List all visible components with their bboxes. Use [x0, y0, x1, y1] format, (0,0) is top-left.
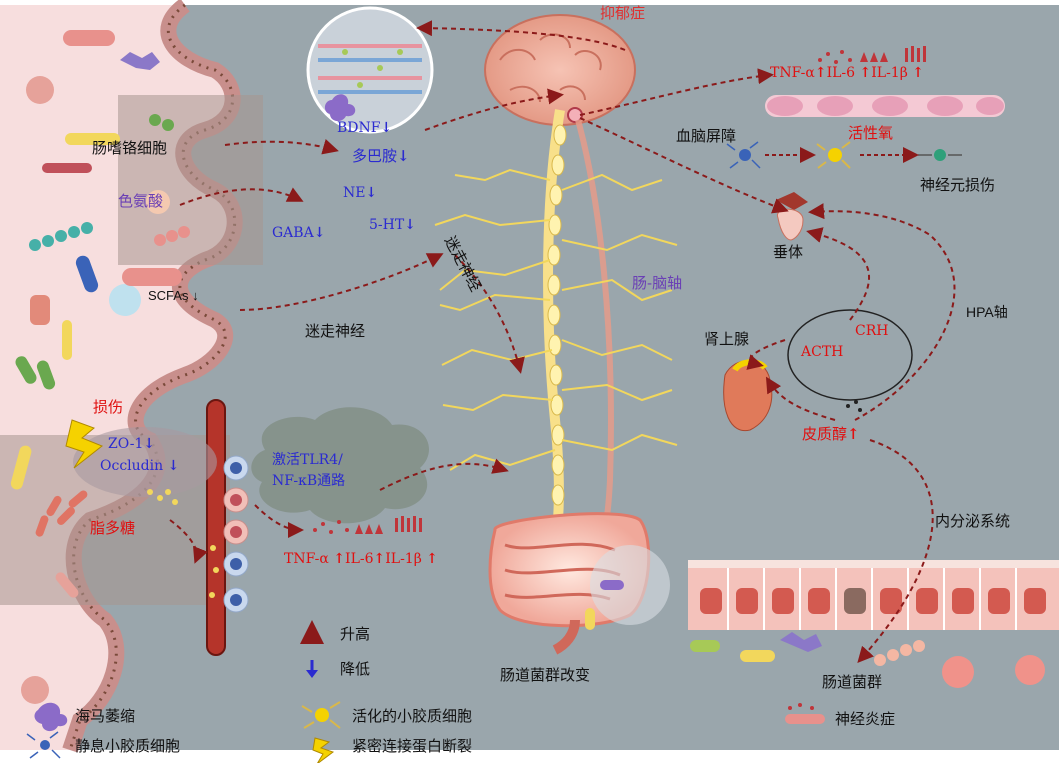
il6-up-arrow-lower: ↑	[374, 551, 386, 567]
activated-microglia-icon	[315, 708, 329, 722]
bacterium-cocci-1	[26, 76, 54, 104]
endocrine-label: 内分泌系统	[935, 514, 1010, 529]
crh-label: CRH	[855, 324, 888, 338]
tryptophan-label: 色氨酸	[118, 194, 163, 209]
ne-label: NE↓	[343, 186, 377, 200]
bdnf-label: BDNF↓	[337, 121, 392, 135]
lps-label: 脂多糖	[90, 521, 135, 536]
cortisol-up-arrow: ↑	[847, 425, 860, 443]
ros-label: 活性氧	[848, 126, 893, 141]
bacterium-rod-1	[63, 30, 115, 46]
gut-microbiota-label: 肠道菌群	[822, 675, 882, 690]
bacterium-cocci-blue	[109, 284, 141, 316]
dopamine-label: 多巴胺↓	[352, 149, 410, 164]
cortisol-label: 皮质醇↑	[802, 427, 860, 442]
serotonin-down-arrow: ↓	[404, 217, 416, 233]
microbiota-change-label: 肠道菌群改变	[500, 668, 590, 683]
bacterium-scfa	[122, 268, 182, 286]
vagus-lower-label: 迷走神经	[305, 324, 365, 339]
neuroinflammation-icon	[785, 714, 825, 724]
ne-down-arrow: ↓	[365, 185, 377, 201]
gaba-label: GABA↓	[272, 226, 325, 240]
hpa-axis-label: HPA轴	[966, 305, 1008, 319]
bacterium-rod-yellow-2	[62, 320, 72, 360]
cytokines-upper: TNF-α↑IL-6 ↑IL-1β ↑	[770, 66, 924, 80]
serotonin-label: 5-HT↓	[369, 218, 416, 232]
bacterium-rod-red	[42, 163, 92, 173]
legend-hippocampus-label: 海马萎缩	[75, 709, 135, 724]
damage-label: 损伤	[93, 400, 123, 415]
gut-brain-axis-label: 肠-脑轴	[632, 276, 682, 291]
zo1-down-arrow: ↓	[143, 436, 155, 452]
legend-down-label: 降低	[340, 662, 370, 677]
adrenal-label: 肾上腺	[704, 332, 749, 347]
ec-cell-label: 肠嗜铬细胞	[92, 141, 167, 156]
legend-activated-microglia-label: 活化的小胶质细胞	[352, 709, 472, 724]
resting-microglia-icon	[40, 740, 50, 750]
legend-resting-microglia-label: 静息小胶质细胞	[75, 739, 180, 754]
pituitary-label: 垂体	[773, 245, 803, 260]
occludin-down-arrow: ↓	[168, 458, 180, 474]
blood-vessel	[207, 400, 225, 655]
bacterium-cocci-2	[21, 676, 49, 704]
scfas-label: SCFAs ↓	[148, 289, 199, 302]
zo1-label: ZO-1↓	[108, 437, 155, 451]
gaba-down-arrow: ↓	[314, 225, 326, 241]
acth-label: ACTH	[801, 345, 843, 359]
bacterium-rod-orange	[30, 295, 50, 325]
scfas-down-arrow: ↓	[192, 288, 199, 303]
tnf-up-arrow-upper: ↑	[815, 65, 827, 81]
legend-tight-junction-label: 紧密连接蛋白断裂	[352, 739, 472, 754]
tnf-up-arrow-lower: ↑	[333, 551, 345, 567]
legend-neuroinflammation-label: 神经炎症	[835, 712, 895, 727]
il1b-up-arrow-upper: ↑	[912, 65, 924, 81]
bdnf-down-arrow: ↓	[380, 120, 392, 136]
neuron-injury-label: 神经元损伤	[920, 178, 995, 193]
synapse-inset	[308, 8, 432, 132]
depression-title: 抑郁症	[600, 6, 645, 21]
nfkb-label: NF-κB通路	[272, 474, 345, 488]
tlr4-label: 激活TLR4/	[272, 453, 343, 467]
dopamine-down-arrow: ↓	[397, 147, 410, 165]
ec-cell-highlight	[118, 95, 263, 265]
il6-up-arrow-upper: ↑	[860, 65, 872, 81]
il1b-up-arrow-lower: ↑	[426, 551, 438, 567]
legend-up-label: 升高	[340, 627, 370, 642]
cytokines-lower: TNF-α ↑IL-6↑IL-1β ↑	[284, 552, 438, 566]
occludin-label: Occludin ↓	[100, 459, 179, 473]
bbb-label: 血脑屏障	[676, 129, 736, 144]
